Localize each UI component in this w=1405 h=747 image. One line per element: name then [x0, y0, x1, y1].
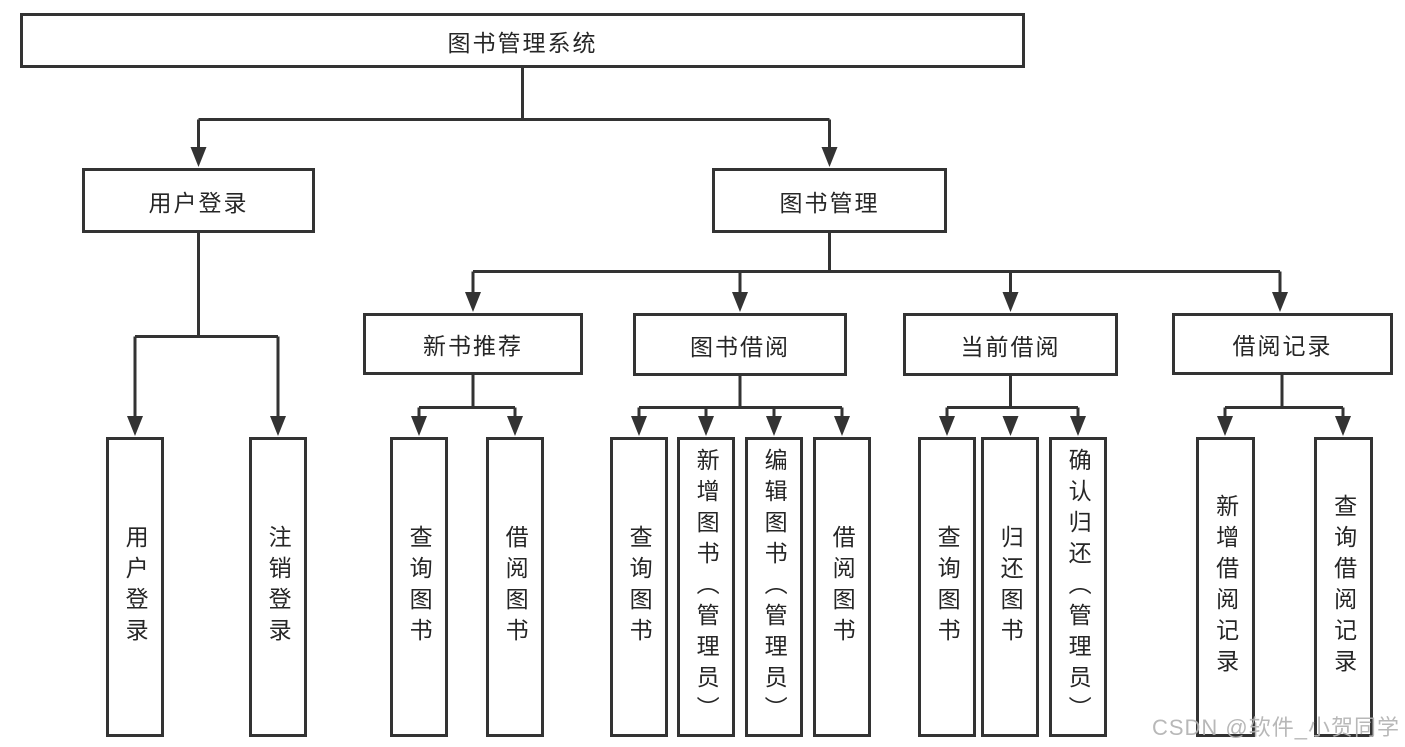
leaf-add-borrow-record: 新增借阅记录 — [1196, 437, 1255, 737]
leaf-borrow-books-1: 借阅图书 — [486, 437, 544, 737]
leaf-user-login: 用户登录 — [106, 437, 164, 737]
leaf-query-borrow-record: 查询借阅记录 — [1314, 437, 1373, 737]
leaf-query-books-3: 查询图书 — [918, 437, 976, 737]
leaf-return-books-label: 归还图书 — [997, 525, 1024, 649]
leaf-borrow-books-1-label: 借阅图书 — [502, 525, 529, 649]
node-book-management-label: 图书管理 — [779, 189, 880, 216]
leaf-edit-books-admin-label: 编辑图书（管理员） — [761, 447, 788, 727]
leaf-return-books: 归还图书 — [981, 437, 1039, 737]
leaf-add-books-admin-label: 新增图书（管理员） — [693, 447, 720, 727]
node-borrowing-records: 借阅记录 — [1172, 313, 1393, 375]
node-current-borrowing-label: 当前借阅 — [960, 333, 1061, 360]
leaf-borrow-books-2-label: 借阅图书 — [829, 525, 856, 649]
leaf-logout-label: 注销登录 — [265, 525, 292, 649]
node-user-login-label: 用户登录 — [148, 189, 249, 216]
leaf-query-books-2: 查询图书 — [610, 437, 668, 737]
node-current-borrowing: 当前借阅 — [903, 313, 1118, 376]
leaf-edit-books-admin: 编辑图书（管理员） — [745, 437, 803, 737]
csdn-watermark: CSDN @软件_小贺同学 — [1151, 715, 1400, 740]
node-new-book-recommendation: 新书推荐 — [363, 313, 583, 375]
node-book-borrowing-label: 图书借阅 — [690, 333, 790, 360]
leaf-user-login-label: 用户登录 — [122, 525, 149, 649]
leaf-add-borrow-record-label: 新增借阅记录 — [1212, 494, 1239, 680]
leaf-query-books-3-label: 查询图书 — [934, 525, 961, 649]
leaf-borrow-books-2: 借阅图书 — [813, 437, 871, 737]
node-book-management: 图书管理 — [712, 168, 947, 233]
node-borrowing-records-label: 借阅记录 — [1232, 333, 1333, 359]
leaf-query-books-1-label: 查询图书 — [406, 525, 433, 649]
leaf-confirm-return-admin-label: 确认归还（管理员） — [1065, 447, 1092, 727]
node-book-borrowing: 图书借阅 — [633, 313, 847, 376]
node-new-book-recommendation-label: 新书推荐 — [423, 333, 523, 359]
leaf-logout: 注销登录 — [249, 437, 307, 737]
leaf-confirm-return-admin: 确认归还（管理员） — [1049, 437, 1107, 737]
leaf-add-books-admin: 新增图书（管理员） — [677, 437, 735, 737]
node-user-login: 用户登录 — [82, 168, 315, 233]
leaf-query-borrow-record-label: 查询借阅记录 — [1330, 494, 1357, 680]
leaf-query-books-1: 查询图书 — [390, 437, 448, 737]
node-root-system: 图书管理系统 — [20, 13, 1025, 68]
node-root-system-label: 图书管理系统 — [447, 29, 598, 56]
leaf-query-books-2-label: 查询图书 — [626, 525, 653, 649]
